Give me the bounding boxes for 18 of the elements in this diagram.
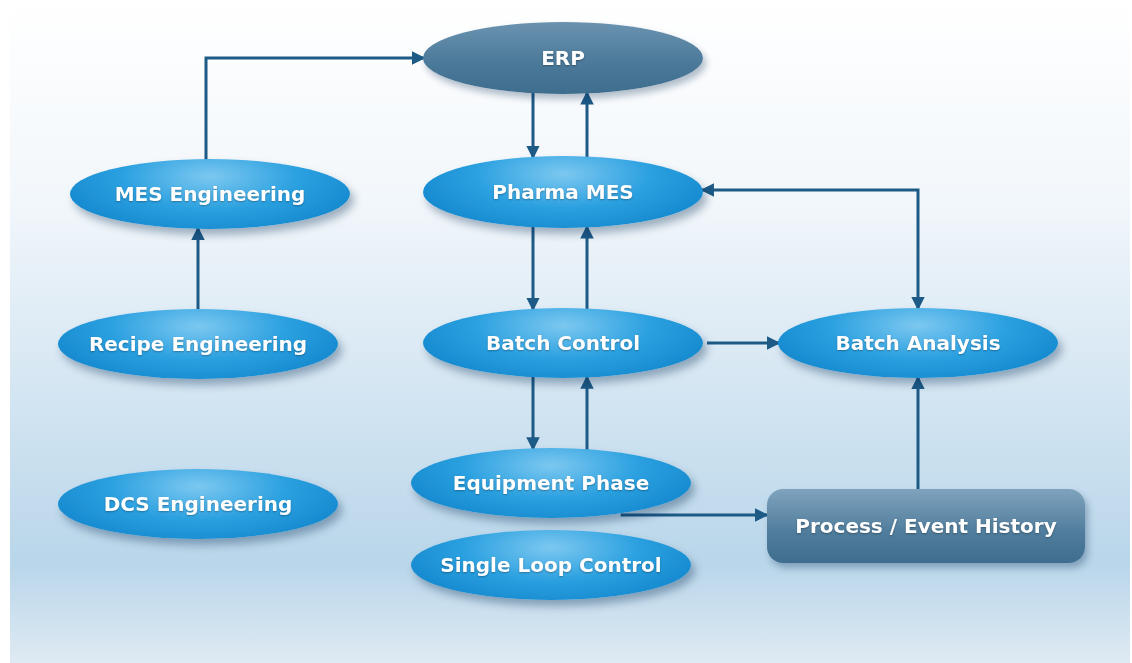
node-label: Process / Event History xyxy=(795,514,1057,538)
node-label: Equipment Phase xyxy=(452,471,650,495)
process-box xyxy=(767,489,1085,563)
arrow xyxy=(580,225,594,310)
node-label: Pharma MES xyxy=(492,180,634,204)
node-label: MES Engineering xyxy=(114,182,306,206)
arrow xyxy=(620,508,769,522)
arrow xyxy=(191,226,205,310)
node-label: Batch Analysis xyxy=(835,331,1001,355)
node-label: DCS Engineering xyxy=(103,492,293,516)
arrow xyxy=(911,375,925,489)
arrow xyxy=(580,91,594,158)
node-label: Single Loop Control xyxy=(440,553,662,577)
arrow xyxy=(580,375,594,451)
arrow xyxy=(526,376,540,451)
node-label: Batch Control xyxy=(485,331,640,355)
node-label: ERP xyxy=(541,46,585,70)
node-label: Recipe Engineering xyxy=(88,332,308,356)
